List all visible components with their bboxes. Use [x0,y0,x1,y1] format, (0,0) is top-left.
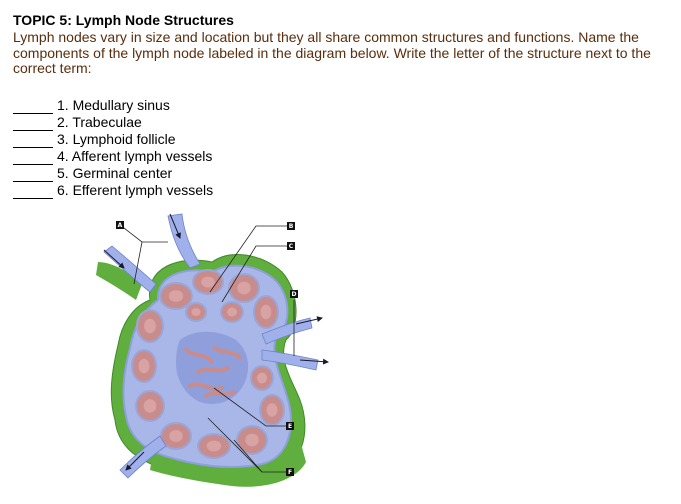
germinal-center [257,372,267,384]
term-label: 6. Efferent lymph vessels [57,182,214,198]
page-title: TOPIC 5: Lymph Node Structures [13,12,234,28]
medullary-cord [188,382,224,391]
germinal-center [144,318,156,334]
term-label: 2. Trabeculae [57,114,142,130]
leader-line-b [209,225,288,293]
term-label: 1. Medullary sinus [57,97,170,113]
answer-blank[interactable] [13,135,53,148]
terms-list: 1. Medullary sinus 2. Trabeculae 3. Lymp… [13,97,213,199]
answer-blank[interactable] [13,101,53,114]
germinal-center [227,307,237,317]
leader-line-a [133,241,143,285]
flow-arrow [299,358,329,365]
leader-line-c [221,245,288,303]
label-e: E [286,422,294,430]
answer-blank[interactable] [13,169,53,182]
label-d: D [290,290,298,298]
label-a: A [116,221,124,229]
label-c: C [287,242,295,250]
germinal-center [206,440,222,452]
leader-line-a [123,227,168,243]
term-item: 4. Afferent lymph vessels [13,148,213,165]
germinal-center [245,433,259,447]
term-label: 3. Lymphoid follicle [57,131,176,147]
flow-arrow [295,316,323,325]
term-item: 2. Trabeculae [13,114,213,131]
flow-arrow [169,213,181,239]
svg-text:C: C [289,243,294,250]
efferent-vessel-shape [261,349,319,371]
term-item: 1. Medullary sinus [13,97,213,114]
term-label: 4. Afferent lymph vessels [57,148,213,164]
flow-arrow [103,249,125,269]
answer-blank[interactable] [13,186,53,199]
label-f: F [286,468,294,476]
efferent-vessel-shape [261,317,313,345]
afferent-vessel-shape [103,245,157,293]
leader-line-e [213,387,286,427]
germinal-center [168,290,184,302]
germinal-center [266,403,278,417]
leader-lines [123,225,295,473]
germinal-center [138,358,150,374]
adipose-tissue-shape [150,440,306,487]
lymphoid-follicles [131,269,285,459]
germinal-center [201,276,215,288]
svg-text:D: D [292,291,297,298]
term-item: 3. Lymphoid follicle [13,131,213,148]
svg-text:E: E [288,423,292,430]
svg-text:F: F [288,469,292,476]
medullary-cord [184,348,214,364]
instructions-text: Lymph nodes vary in size and location bu… [13,29,651,76]
answer-blank[interactable] [13,118,53,131]
lymph-node-diagram: A B C D E F [96,213,329,487]
svg-text:A: A [118,222,123,229]
term-label: 5. Germinal center [57,165,173,181]
term-item: 6. Efferent lymph vessels [13,182,213,199]
germinal-center [191,307,201,317]
label-b: B [287,222,295,230]
germinal-center [143,399,157,413]
medullary-cords [184,346,242,398]
medullary-cord [196,366,230,374]
medullary-cord [212,346,242,360]
germinal-center [260,304,272,320]
answer-blank[interactable] [13,152,53,165]
germinal-center [169,430,183,442]
medullary-cord [204,390,236,398]
term-item: 5. Germinal center [13,165,213,182]
germinal-center [237,281,251,295]
flow-arrow [125,451,145,471]
svg-text:B: B [289,223,294,230]
leader-line-f [207,417,263,473]
afferent-vessel-shape [167,213,201,269]
adipose-tissue-shape [96,262,142,300]
